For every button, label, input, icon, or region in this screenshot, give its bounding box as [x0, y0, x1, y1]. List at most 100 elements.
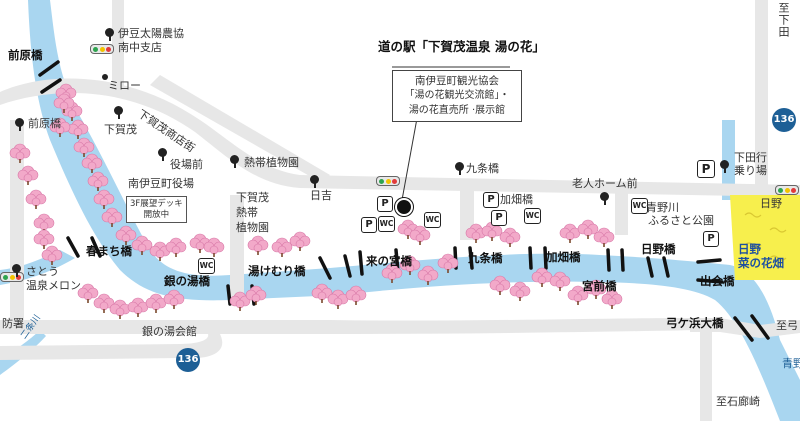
traffic-signal-icon	[775, 185, 799, 195]
cherry-blossom-icon	[531, 267, 553, 287]
callout-line2: 湯の花直売所 ·展示館	[408, 104, 506, 116]
maebara-bridge-left-label: 前原橋	[28, 117, 61, 130]
side-road-1	[230, 195, 244, 300]
town-office-label: 南伊豆町役場	[128, 177, 194, 190]
cherry-blossom-icon	[41, 245, 63, 265]
yumigahama-bridge-label: 弓ケ浜大橋	[666, 316, 724, 330]
shimoda-bound-1: 下田行	[734, 151, 767, 164]
deai-bridge-label: 出会橋	[700, 274, 735, 288]
shopping-street-road	[150, 75, 330, 182]
cherry-blossom-icon	[381, 263, 403, 283]
aono-park-1: 青野川	[646, 201, 679, 214]
callout-box: 南伊豆町観光協会 「湯の花観光交流館」・ 湯の花直売所 ·展示館	[392, 70, 522, 123]
cherry-blossom-icon	[585, 279, 607, 299]
cherry-blossom-icon	[87, 171, 109, 191]
rapeseed-wave	[744, 212, 787, 261]
to-ishiro-label: 至石廊崎	[716, 395, 760, 408]
cherry-blossom-icon	[33, 229, 55, 249]
wc-icon: WC	[524, 208, 541, 224]
cherry-blossom-icon	[49, 117, 71, 137]
bus-stop-icon	[158, 148, 167, 161]
satou-label-2: 温泉メロン	[26, 279, 81, 292]
cherry-blossom-icon	[593, 227, 615, 247]
ginnoyu-hall-label: 銀の湯会館	[142, 325, 197, 338]
cherry-blossom-icon	[101, 207, 123, 227]
tropical-garden-top-label: 熱帯植物園	[244, 156, 299, 169]
cherry-blossom-icon	[163, 289, 185, 309]
callout-line1: 「湯の花観光交流館」・	[404, 90, 510, 102]
cherry-blossom-icon	[81, 153, 103, 173]
cherry-blossom-icon	[577, 219, 599, 239]
cherry-blossom-icon	[409, 225, 431, 245]
bridge-marks	[38, 60, 770, 342]
route-136-shield-north: 136	[772, 108, 796, 132]
route-136-shield-south: 136	[176, 348, 200, 372]
cherry-blossom-icon	[77, 283, 99, 303]
side-road-3	[615, 188, 628, 235]
deck-line2: 開放中	[143, 209, 170, 220]
yakuba-mae-label: 役場前	[170, 158, 203, 171]
ja-pin-icon	[105, 28, 114, 41]
parking-icon: P	[697, 160, 715, 178]
cherry-blossom-icon	[345, 285, 367, 305]
rapeseed-field	[730, 195, 800, 280]
cherry-blossom-icon	[25, 189, 47, 209]
hino-top-label: 日野	[760, 197, 782, 210]
cherry-blossom-icon	[567, 285, 589, 305]
cherry-blossom-icon	[601, 289, 623, 309]
shimoda-bound-2: 乗り場	[734, 164, 767, 177]
satou-pin-icon	[12, 264, 21, 277]
elderly-home-label: 老人ホーム前	[572, 177, 638, 190]
cherry-blossom-icon	[559, 223, 581, 243]
wc-icon: WC	[424, 212, 441, 228]
cherry-blossom-icon	[327, 289, 349, 309]
traffic-signal-icon	[376, 176, 400, 186]
wc-icon: WC	[378, 216, 395, 232]
ginnoyu-bridge-label: 銀の湯橋	[164, 274, 210, 288]
to-shimoda-label: 至下田	[777, 2, 790, 38]
cherry-blossom-icon	[131, 235, 153, 255]
cherry-blossom-icon	[109, 299, 131, 319]
maebara-bridge-top-label: 前原橋	[8, 48, 43, 62]
ja-branch-label: 南中支店	[118, 41, 162, 54]
map-title: 道の駅「下賀茂温泉 湯の花」	[378, 39, 545, 54]
cherry-blossom-icon	[549, 271, 571, 291]
cherry-blossom-icon	[93, 189, 115, 209]
cherry-blossom-icon	[247, 235, 269, 255]
kujo-pin-icon	[455, 162, 464, 175]
yumigahama-road	[690, 318, 800, 338]
miro-dot-icon	[102, 74, 108, 80]
tropical-line3: 熱帯	[236, 206, 258, 219]
cherry-blossom-icon	[489, 275, 511, 295]
cherry-blossom-icon	[271, 237, 293, 257]
shrine-label: 日吉	[310, 189, 332, 202]
to-aono-label: 青野	[782, 357, 800, 370]
miyamae-bridge-label: 宮前橋	[582, 279, 617, 293]
shimogamo-pin-icon	[114, 106, 123, 119]
deck-info-box: 3F展望デッキ 開放中	[126, 196, 187, 224]
tropical-pin-icon	[230, 155, 239, 168]
ishiro-road	[700, 332, 712, 421]
cherry-blossom-icon	[437, 253, 459, 273]
cherry-blossom-icon	[499, 227, 521, 247]
kabata-top-label: 加畑橋	[500, 193, 533, 206]
cherry-blossom-icon	[289, 231, 311, 251]
shimogamo-label: 下賀茂	[104, 123, 137, 136]
cherry-blossom-icon	[399, 255, 421, 275]
parking-icon: P	[483, 192, 499, 208]
wc-icon: WC	[198, 258, 215, 274]
cherry-blossom-icon	[509, 281, 531, 301]
parking-icon: P	[377, 196, 393, 212]
tropical-line1: 下賀	[236, 191, 258, 204]
cherry-blossom-icon	[149, 241, 171, 261]
cherry-blossom-icon	[145, 293, 167, 313]
tropical-line4: 植物園	[236, 221, 269, 234]
tropical-line2: 茂	[258, 191, 269, 204]
main-road	[0, 78, 800, 197]
hino-field-label-2: 菜の花畑	[738, 256, 784, 270]
shrine-pin-icon	[310, 175, 319, 188]
cherry-blossoms	[9, 83, 623, 319]
miro-label: ミロー	[108, 79, 141, 92]
park-pin-icon	[600, 192, 609, 205]
